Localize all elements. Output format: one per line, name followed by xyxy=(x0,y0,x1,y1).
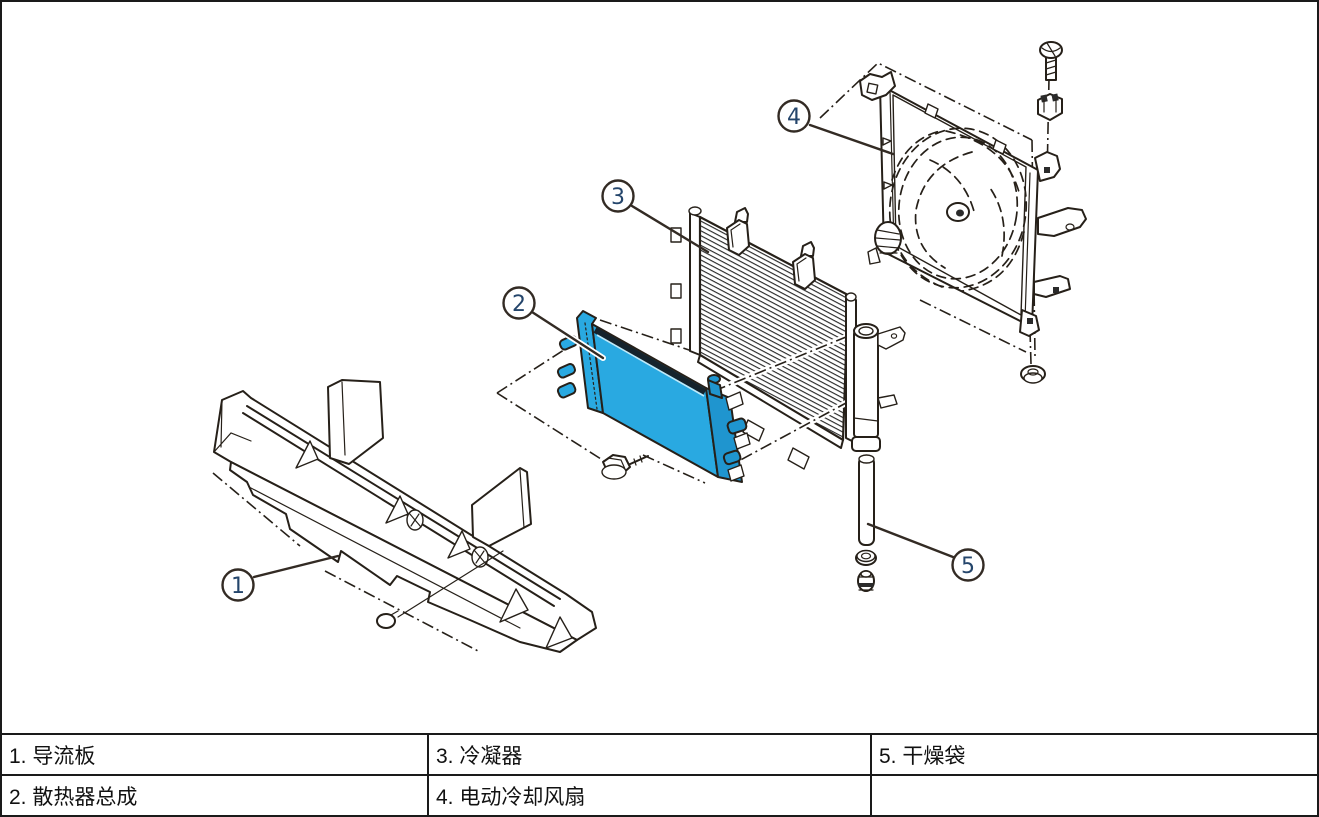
alignment-centerlines xyxy=(711,334,849,473)
fan-motor xyxy=(867,221,902,265)
legend-row: 1. 导流板 3. 冷凝器 5. 干燥袋 xyxy=(2,733,1317,776)
callout-2: 2 xyxy=(502,286,536,320)
retaining-clip xyxy=(406,509,424,531)
push-pin-fastener xyxy=(376,550,504,629)
drier-plug xyxy=(857,570,875,592)
callout-5-number: 5 xyxy=(961,554,975,579)
legend-cell-1: 1. 导流板 xyxy=(2,733,429,776)
legend-table: 1. 导流板 3. 冷凝器 5. 干燥袋 2. 散热器总成 4. 电动冷却风扇 xyxy=(2,733,1317,815)
condenser-bracket xyxy=(792,241,816,290)
radiator-ports xyxy=(722,417,748,466)
callout-4-number: 4 xyxy=(787,105,801,130)
callout-2-number: 2 xyxy=(512,292,526,317)
receiver-drier xyxy=(845,292,906,452)
radiator-hose-stubs xyxy=(556,335,578,399)
part-5-desiccant-bag xyxy=(855,454,877,592)
fan-mounting-screw xyxy=(1039,41,1063,81)
callout-5: 5 xyxy=(951,548,985,582)
mount-grommet xyxy=(1020,365,1046,384)
legend-cell-3: 3. 冷凝器 xyxy=(427,733,872,776)
legend-cell-2: 2. 散热器总成 xyxy=(2,774,429,815)
part-2-radiator-assembly xyxy=(556,310,751,483)
callout-3: 3 xyxy=(601,179,635,213)
callout-1: 1 xyxy=(221,568,255,602)
retaining-clip xyxy=(471,546,489,568)
legend-cell-4: 4. 电动冷却风扇 xyxy=(427,774,872,815)
callout-3-number: 3 xyxy=(611,185,625,210)
part-4-electric-cooling-fan xyxy=(859,41,1087,384)
radiator-bolt xyxy=(601,454,649,480)
part-1-air-deflector xyxy=(213,379,597,653)
legend-cell-5: 5. 干燥袋 xyxy=(870,733,1317,776)
callouts: 1 2 3 4 5 xyxy=(221,99,985,602)
legend-row: 2. 散热器总成 4. 电动冷却风扇 xyxy=(2,774,1317,815)
legend-cell-empty xyxy=(870,774,1317,815)
condenser-bracket xyxy=(726,207,750,256)
callout-1-number: 1 xyxy=(231,574,245,599)
callout-4: 4 xyxy=(777,99,811,133)
clip-nut xyxy=(1037,93,1063,121)
